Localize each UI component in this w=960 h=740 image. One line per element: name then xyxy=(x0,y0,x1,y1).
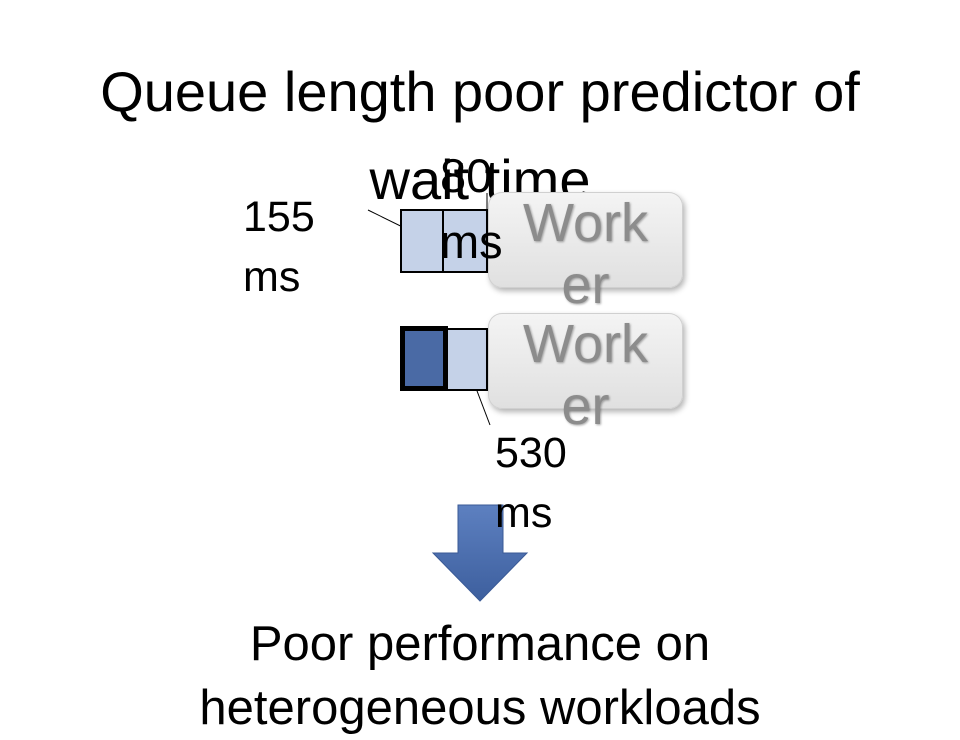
queue-2-task-long xyxy=(400,326,448,391)
conclusion-text: Poor performance on heterogeneous worklo… xyxy=(0,612,960,740)
queue-1-task-155 xyxy=(400,209,444,273)
worker-1-label: Worker xyxy=(522,193,648,315)
label-530-value: 530 xyxy=(495,429,567,477)
label-80-value: 80 xyxy=(440,149,493,202)
label-155-unit: ms xyxy=(243,253,301,301)
label-530-unit: ms xyxy=(495,489,553,537)
worker-1: Worker xyxy=(488,192,683,315)
queue-2-task-530 xyxy=(446,328,488,391)
slide-title: Queue length poor predictor of wait time xyxy=(0,48,960,224)
label-530-ms: 530 ms xyxy=(495,423,605,543)
label-155-ms: 155 ms xyxy=(243,187,343,307)
title-line-1: Queue length poor predictor of xyxy=(100,60,860,123)
queue-1-task-80 xyxy=(442,209,488,273)
worker-2-label: Worker xyxy=(522,314,648,436)
conclusion-line-2: heterogeneous workloads xyxy=(199,681,761,735)
label-80-ms: 80 ms xyxy=(440,143,540,275)
conclusion-line-1: Poor performance on xyxy=(249,617,711,671)
label-155-value: 155 xyxy=(243,193,315,241)
down-arrow-icon xyxy=(431,504,529,602)
worker-2: Worker xyxy=(488,313,683,436)
label-80-unit: ms xyxy=(440,215,503,268)
